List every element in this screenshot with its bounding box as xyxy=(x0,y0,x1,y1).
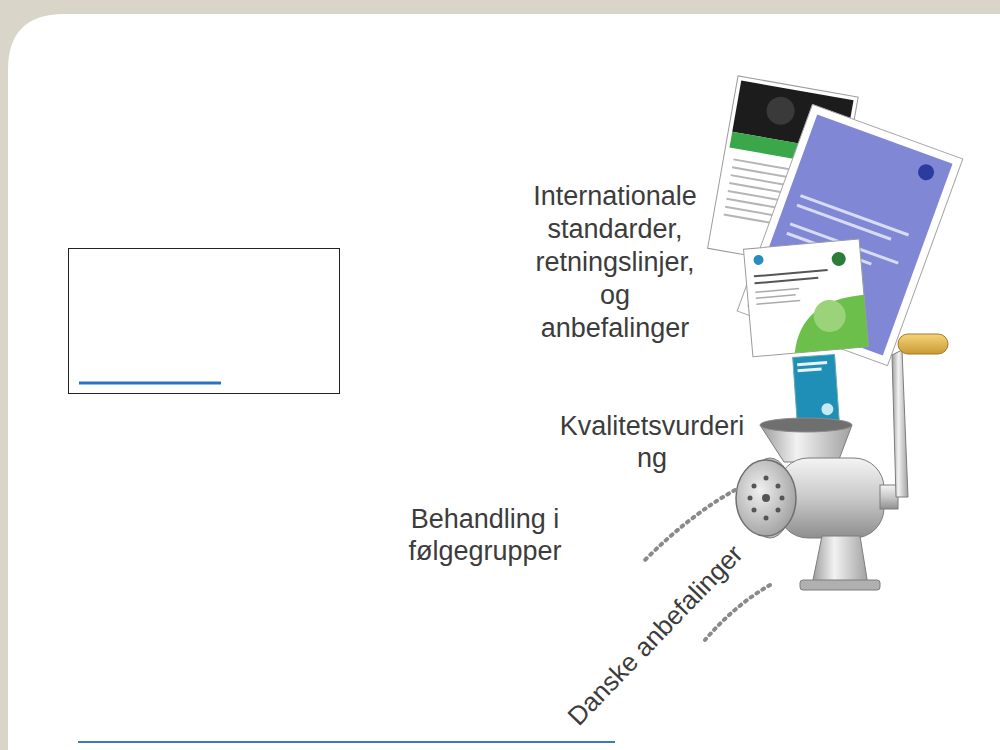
empty-box xyxy=(69,249,340,394)
meat-grinder xyxy=(736,334,948,590)
document-cover xyxy=(737,104,963,365)
input-caption: Internationale standarder, retningslinje… xyxy=(523,180,707,345)
slide-panel xyxy=(8,14,1000,750)
booklet-cover xyxy=(793,355,840,426)
step-caption: Kvalitetsvurderi ng xyxy=(552,410,752,474)
document-cover xyxy=(744,239,869,357)
footer-line xyxy=(78,741,615,743)
step-caption: Behandling i følgegrupper xyxy=(400,503,570,567)
link-underline xyxy=(79,382,221,385)
